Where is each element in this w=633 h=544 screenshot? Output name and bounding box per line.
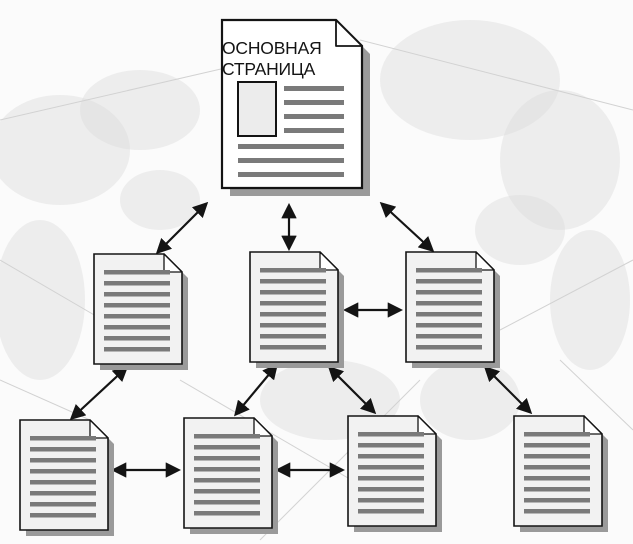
arrow-main-to-l1-right — [379, 201, 435, 253]
page-l1-left — [93, 253, 188, 370]
arrow-l1-center-to-l2-2 — [234, 363, 278, 417]
page-l1-right — [405, 251, 500, 368]
main-page — [220, 18, 370, 196]
arrow-main-to-l1-left — [155, 201, 209, 255]
page-l2-2 — [183, 417, 278, 534]
links — [69, 201, 533, 478]
page-l2-4 — [513, 415, 608, 532]
arrow-l1-right-to-l2-4 — [483, 365, 533, 415]
page-l2-1 — [19, 419, 114, 536]
pages — [19, 18, 608, 536]
arrow-l1-left-to-l2-1 — [69, 365, 129, 421]
page-l1-center — [249, 251, 344, 368]
main-page-title-line1: ОСНОВНАЯ — [222, 38, 322, 58]
main-page-title-line2: СТРАНИЦА — [222, 59, 316, 79]
image-placeholder-icon — [237, 81, 277, 137]
main-page-title: ОСНОВНАЯ СТРАНИЦА — [222, 38, 322, 80]
page-l2-3 — [347, 415, 442, 532]
arrow-l1-center-to-l2-3 — [327, 365, 377, 415]
